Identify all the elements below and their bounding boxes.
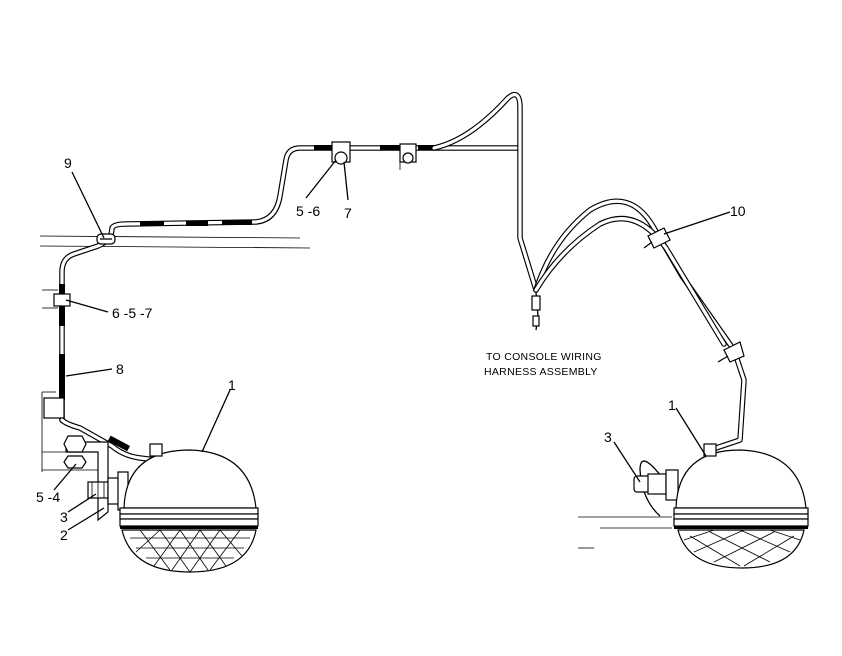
clip-vertical (53, 293, 71, 307)
callout-5-6: 5 -6 (296, 203, 320, 219)
mount-bracket-left (43, 397, 109, 522)
clip-10 (643, 227, 745, 363)
callout-3-right: 3 (604, 429, 612, 445)
right-work-light (633, 443, 809, 569)
callout-3-left: 3 (60, 509, 68, 525)
callout-8: 8 (116, 361, 124, 377)
wire-connectors-left (59, 145, 434, 452)
left-harness-wire (59, 145, 521, 463)
console-note-line1: TO CONSOLE WIRING (486, 351, 602, 363)
callout-6-5-7: 6 -5 -7 (112, 305, 153, 321)
callout-10: 10 (730, 203, 746, 219)
clip-assembly-7 (331, 141, 417, 170)
callout-5-4: 5 -4 (36, 489, 60, 505)
frame-reference-lines (39, 235, 672, 549)
callout-1-left: 1 (228, 377, 236, 393)
callout-9: 9 (64, 155, 72, 171)
clip-9 (96, 233, 116, 245)
left-work-light (87, 443, 259, 573)
callout-7: 7 (344, 205, 352, 221)
console-note-line2: HARNESS ASSEMBLY (484, 366, 598, 378)
callout-2: 2 (60, 527, 68, 543)
leader-lines (53, 159, 731, 531)
callout-1-right: 1 (668, 397, 676, 413)
